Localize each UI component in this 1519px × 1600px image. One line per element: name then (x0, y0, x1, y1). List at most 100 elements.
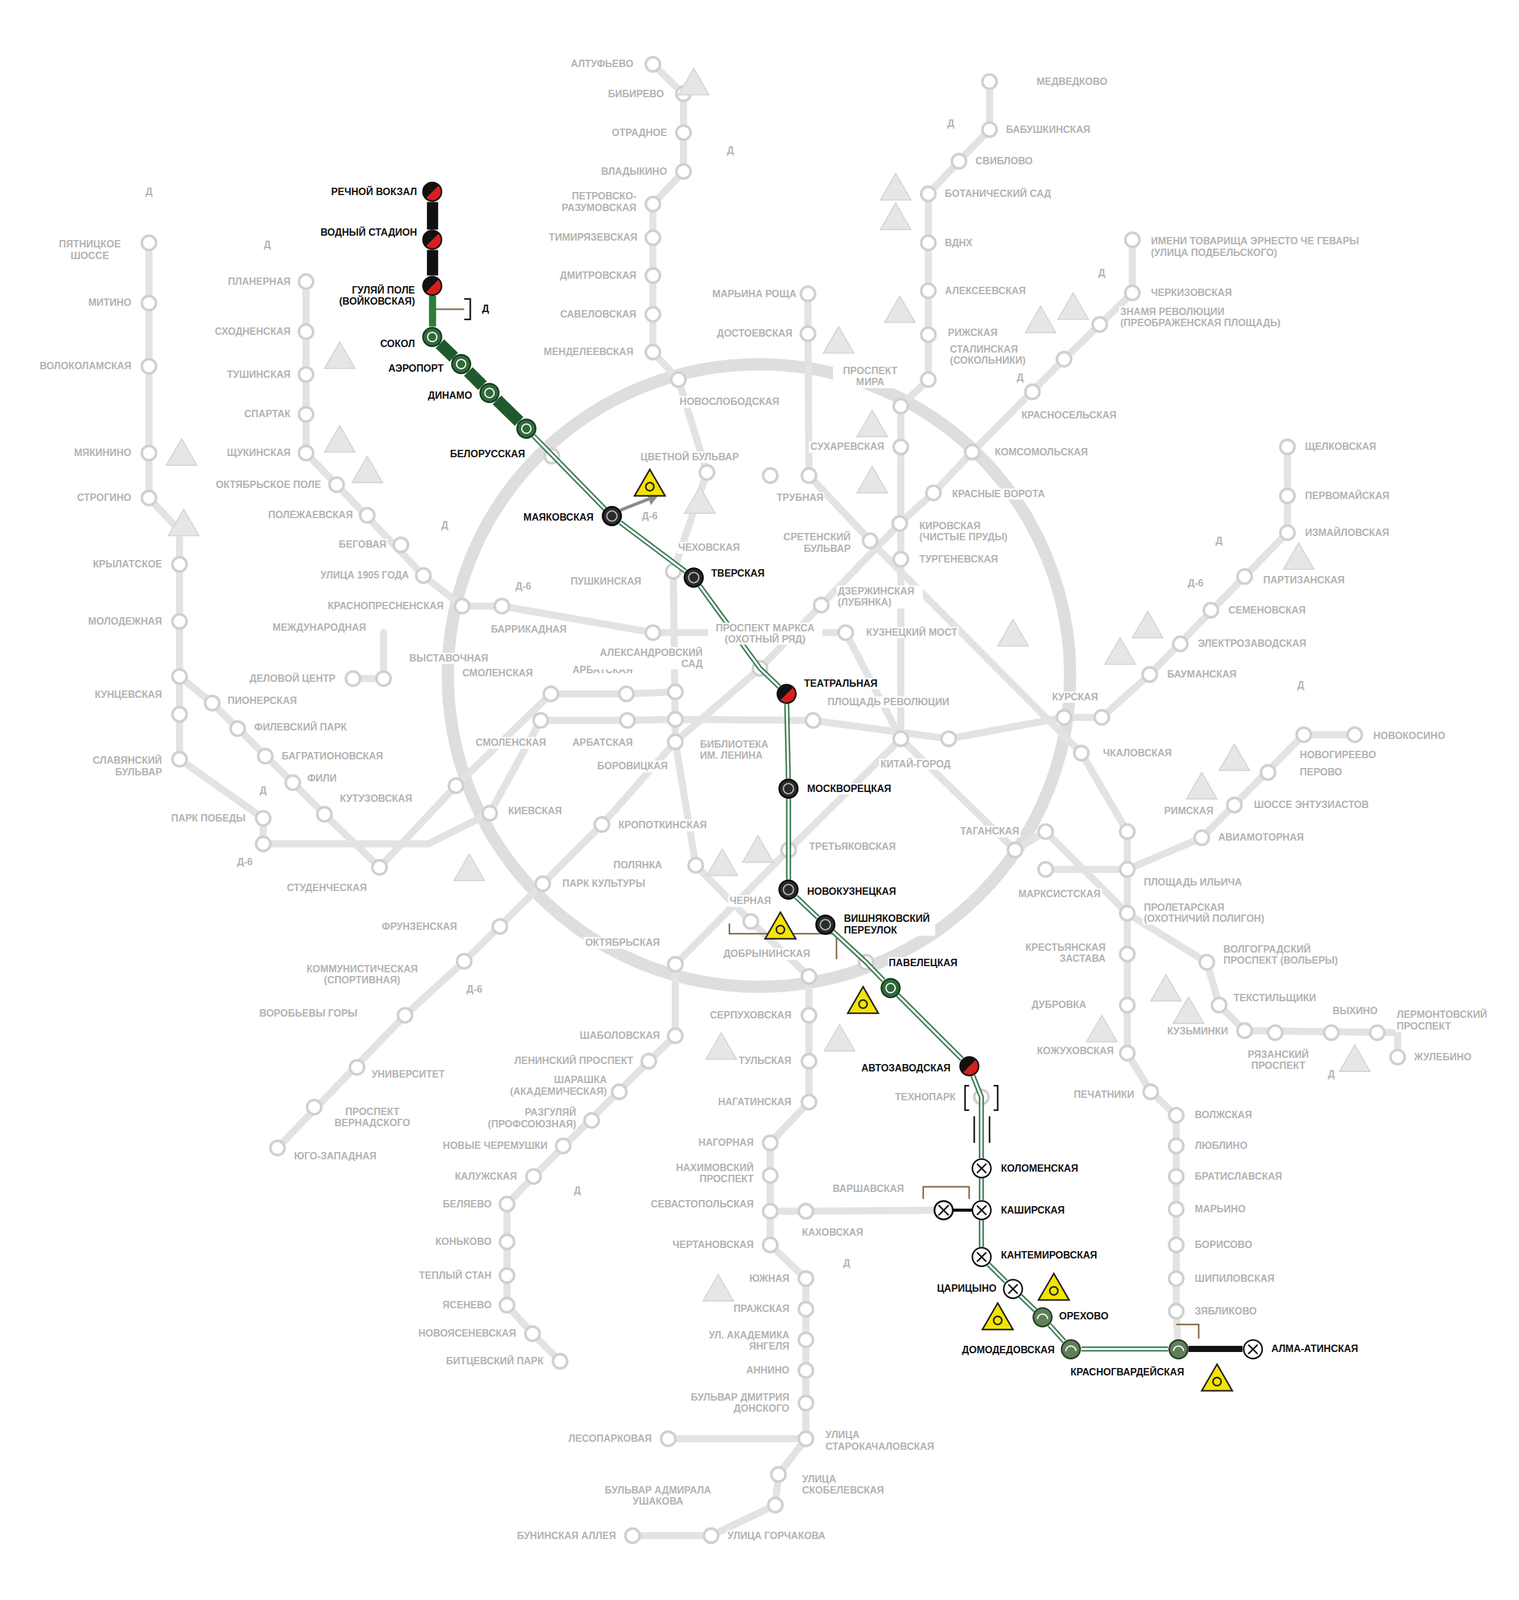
station-name: ДОМОДЕДОВСКАЯ (960, 1344, 1057, 1356)
station-icon (976, 1163, 987, 1173)
map-label: БЕЛЯЕВО (441, 1197, 493, 1209)
station-shape (971, 1199, 992, 1220)
station-symbol (1323, 1024, 1339, 1040)
hazard-sign (454, 853, 485, 881)
hazard-sign (880, 203, 912, 230)
station-symbol (625, 1528, 640, 1543)
map-label: ФРУНЗЕНСКАЯ (380, 920, 458, 932)
station-symbol (172, 613, 187, 629)
station-node: ДИНАМО (479, 382, 500, 403)
station-name: РЕЧНОЙ ВОКЗАЛ (329, 186, 419, 198)
map-label: ПРОСПЕКТ ВЕРНАДСКОГО (327, 1105, 418, 1129)
map-label: ТУШИНСКАЯ (225, 368, 292, 380)
map-label: АЛТУФЬЕВО (569, 58, 635, 70)
map-label: ПИОНЕРСКАЯ (226, 695, 298, 707)
station-circle (423, 182, 442, 202)
station-icon (783, 783, 794, 794)
station-symbol (1056, 351, 1072, 367)
map-label: Д (572, 1184, 583, 1197)
route-line (897, 994, 962, 1059)
route-segment (1049, 1324, 1065, 1342)
map-label: СЛАВЯНСКИЙ БУЛЬВАР (79, 754, 164, 778)
hazard-sign (857, 410, 888, 437)
station-symbol (299, 274, 314, 289)
station-icon (423, 182, 440, 199)
map-label: ЛЮБЛИНО (1193, 1140, 1249, 1152)
map-label: ПРАЖСКАЯ (732, 1303, 791, 1315)
station-symbol (1212, 997, 1227, 1013)
station-symbol (798, 1431, 813, 1446)
route-line (1020, 1295, 1035, 1310)
station-node: МАЯКОВСКАЯ (601, 505, 622, 527)
station-circle (517, 418, 536, 438)
station-icon (1037, 1313, 1048, 1319)
map-label: СТАЛИНСКАЯ (СОКОЛЬНИКИ) (948, 343, 1041, 367)
map-label: УНИВЕРСИТЕТ (370, 1068, 447, 1080)
route-segment (1188, 1348, 1243, 1350)
station-symbol (1390, 1049, 1405, 1064)
station-node: БЕЛОРУССКАЯ (516, 418, 537, 439)
station-symbol (805, 713, 821, 728)
station-icon (607, 511, 618, 522)
route-core (897, 994, 962, 1059)
hazard-sign (884, 295, 916, 323)
station-name: КАШИРСКАЯ (999, 1204, 1067, 1216)
station-name: ЦАРИЦЫНО (935, 1282, 998, 1294)
map-label: ПЛОЩАДЬ РЕВОЛЮЦИИ (826, 696, 951, 708)
station-shape (450, 353, 472, 375)
station-symbol (920, 186, 936, 201)
route-line (796, 896, 819, 918)
map-label: МОЛОДЕЖНАЯ (86, 615, 164, 627)
route-segment (620, 522, 686, 572)
map-label: ПОЛЯНКА (612, 859, 664, 871)
map-label: БОРОВИЦКАЯ (596, 760, 669, 772)
hazard-sign (765, 911, 797, 939)
station-shape (1242, 1338, 1264, 1360)
station-symbol (255, 836, 271, 851)
map-label: БИБЛИОТЕКА ИМ. ЛЕНИНА (698, 738, 786, 762)
map-label: ЧЕРТАНОВСКАЯ (671, 1239, 755, 1251)
station-node: ВОДНЫЙ СТАДИОН (422, 229, 443, 250)
station-symbol (893, 439, 909, 455)
station-symbol (499, 1297, 514, 1312)
station-circle (684, 567, 703, 587)
map-label: СВИБЛОВО (974, 155, 1035, 167)
station-symbol (594, 817, 610, 832)
route-line (1188, 1345, 1243, 1352)
station-icon (976, 1205, 987, 1215)
map-label: Д (439, 519, 450, 531)
map-label: ОКТЯБРЬСКОЕ ПОЛЕ (214, 478, 323, 490)
station-symbol (893, 731, 909, 746)
metro-line (668, 1434, 806, 1443)
station-symbol (1168, 1237, 1184, 1252)
map-label: КУРСКАЯ (1050, 690, 1100, 702)
hazard-glyph (776, 925, 785, 934)
map-label: КУЗЬМИНКИ (1165, 1025, 1230, 1037)
station-shape (778, 879, 799, 900)
station-symbol (1173, 636, 1188, 651)
station-name: СОКОЛ (378, 338, 417, 350)
map-label: НАХИМОВСКИЙ ПРОСПЕКТ (668, 1161, 755, 1185)
map-label: БОТАНИЧЕСКИЙ САД (943, 188, 1053, 200)
hazard-glyph (645, 482, 654, 491)
map-label: Д (725, 145, 736, 157)
station-circle (423, 230, 442, 250)
station-symbol (645, 57, 661, 72)
station-symbol (172, 706, 187, 722)
map-label: ЗНАМЯ РЕВОЛЮЦИИ (ПРЕОБРАЖЕНСКАЯ ПЛОЩАДЬ) (1119, 305, 1296, 329)
route-line (426, 249, 439, 276)
route-core (980, 1219, 982, 1247)
ring-line (447, 364, 1070, 987)
hazard-sign (857, 466, 888, 493)
hazard-sign (1086, 1015, 1118, 1042)
map-label: Д (262, 239, 272, 251)
station-symbol (525, 1326, 540, 1341)
leader-line (965, 1085, 970, 1110)
map-label: СЕРПУХОВСКАЯ (708, 1009, 793, 1021)
map-label: ТРУБНАЯ (775, 492, 825, 504)
map-label: ИЗМАЙЛОВСКАЯ (1303, 526, 1391, 538)
map-label: ДУБРОВКА (1030, 999, 1088, 1011)
station-symbol (172, 556, 187, 571)
hazard-sign (1219, 743, 1251, 771)
station-symbol (141, 446, 156, 461)
